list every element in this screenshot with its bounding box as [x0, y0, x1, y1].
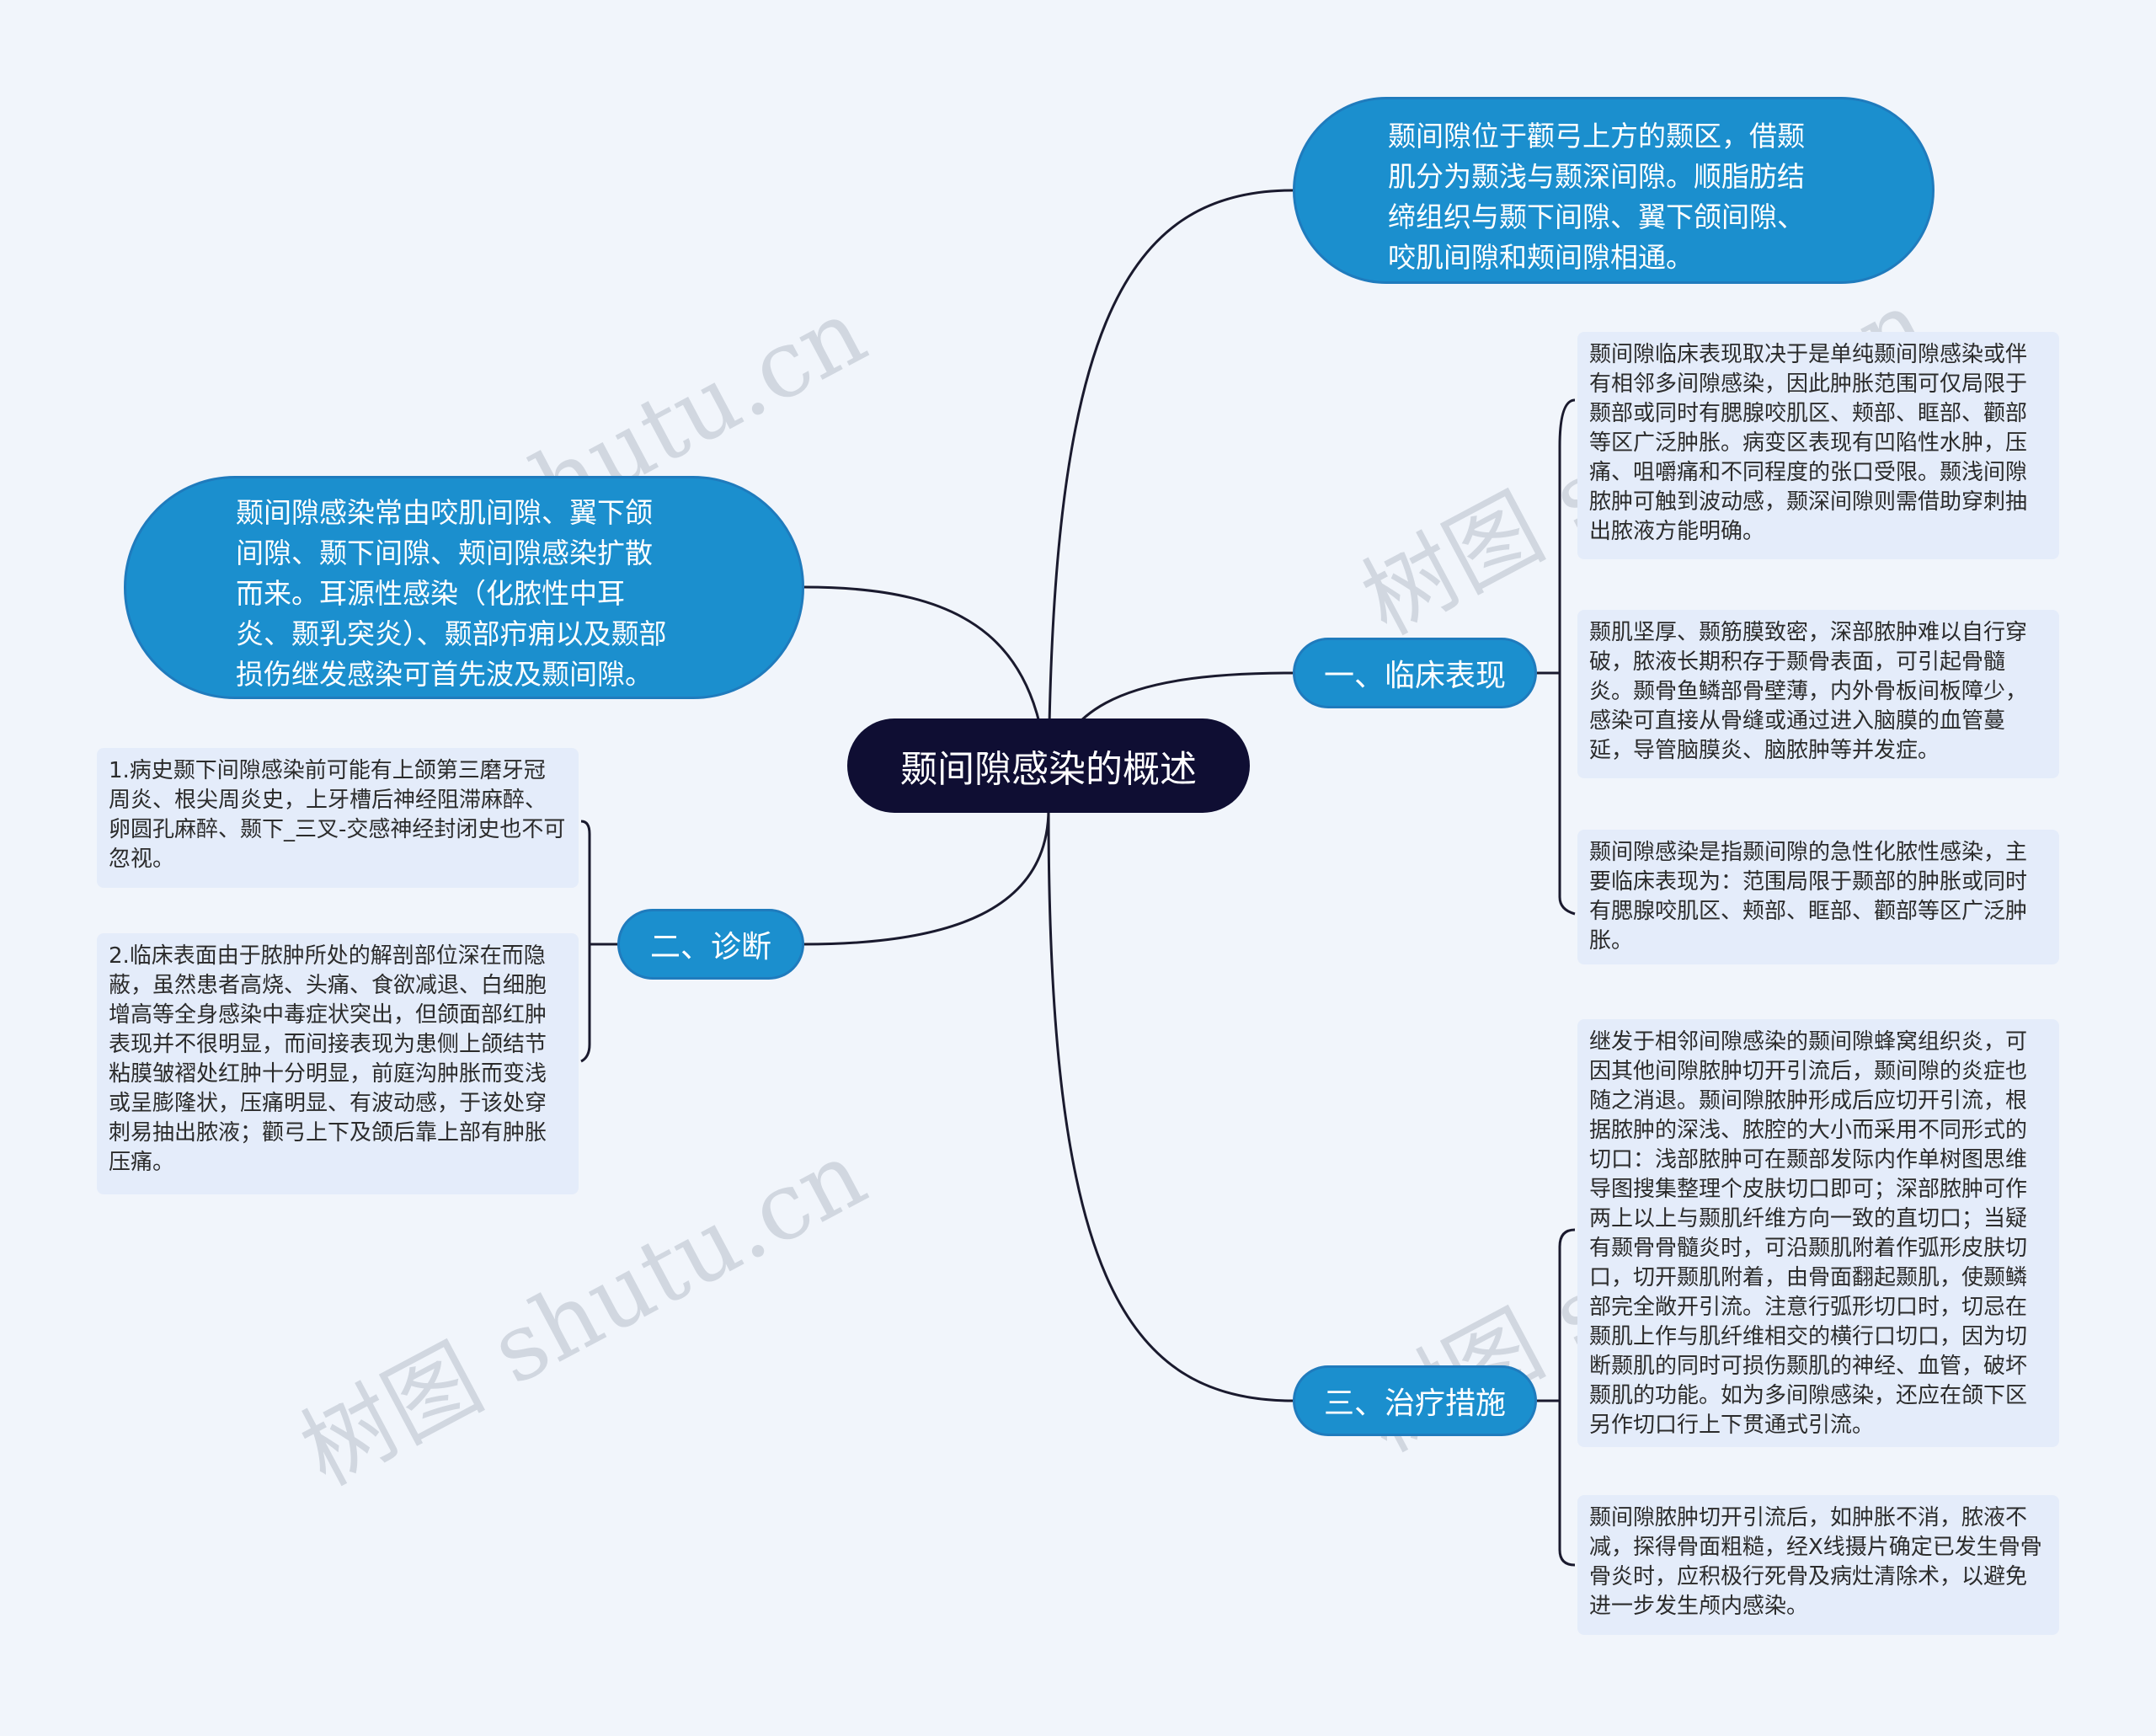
leaf-clinical-2[interactable]: 颞肌坚厚、颞筋膜致密，深部脓肿难以自行穿破，脓液长期积存于颞骨表面，可引起骨髓炎… — [1577, 610, 2059, 778]
top-topic-text: 颞间隙位于颧弓上方的颞区，借颞肌分为颞浅与颞深间隙。顺脂肪结缔组织与颞下间隙、翼… — [1388, 120, 1805, 274]
leaf-treatment-2[interactable]: 颞间隙脓肿切开引流后，如肿胀不消，脓液不减，探得骨面粗糙，经X线摄片确定已发生骨… — [1577, 1495, 2059, 1635]
leaf-clinical-3[interactable]: 颞间隙感染是指颞间隙的急性化脓性感染，主要临床表现为：范围局限于颞部的肿胀或同时… — [1577, 830, 2059, 964]
link-root-diagnosis — [803, 808, 1050, 946]
leaf-text: 颞间隙脓肿切开引流后，如肿胀不消，脓液不减，探得骨面粗糙，经X线摄片确定已发生骨… — [1589, 1505, 2042, 1619]
leaf-text: 2.临床表面由于脓肿所处的解剖部位深在而隐蔽，虽然患者高烧、头痛、食欲减退、白细… — [109, 943, 547, 1175]
left-topic-text: 颞间隙感染常由咬肌间隙、翼下颌间隙、颞下间隙、颊间隙感染扩散而来。耳源性感染（化… — [236, 496, 667, 691]
link-clinical-leaves — [1537, 398, 1576, 916]
left-topic-node[interactable]: 颞间隙感染常由咬肌间隙、翼下颌间隙、颞下间隙、颊间隙感染扩散而来。耳源性感染（化… — [124, 476, 804, 699]
leaf-diagnosis-2[interactable]: 2.临床表面由于脓肿所处的解剖部位深在而隐蔽，虽然患者高烧、头痛、食欲减退、白细… — [97, 933, 579, 1194]
leaf-diagnosis-1[interactable]: 1.病史颞下间隙感染前可能有上颌第三磨牙冠周炎、根尖周炎史，上牙槽后神经阻滞麻醉… — [97, 748, 579, 888]
branch-diagnosis-label: 二、诊断 — [649, 930, 771, 964]
link-treatment-leaves — [1537, 1228, 1576, 1567]
branch-clinical[interactable]: 一、临床表现 — [1293, 638, 1537, 708]
branch-diagnosis[interactable]: 二、诊断 — [617, 909, 804, 980]
root-node[interactable]: 颞间隙感染的概述 — [847, 718, 1250, 813]
leaf-clinical-1[interactable]: 颞间隙临床表现取决于是单纯颞间隙感染或伴有相邻多间隙感染，因此肿胀范围可仅局限于… — [1577, 332, 2059, 559]
branch-clinical-label: 一、临床表现 — [1323, 659, 1506, 693]
branch-treatment[interactable]: 三、治疗措施 — [1293, 1365, 1537, 1436]
leaf-treatment-1[interactable]: 继发于相邻间隙感染的颞间隙蜂窝组织炎，可因其他间隙脓肿切开引流后，颞间隙的炎症也… — [1577, 1019, 2059, 1447]
leaf-text: 1.病史颞下间隙感染前可能有上颌第三磨牙冠周炎、根尖周炎史，上牙槽后神经阻滞麻醉… — [109, 758, 566, 872]
link-root-top — [1047, 189, 1294, 809]
link-root-treatment — [1047, 808, 1294, 1402]
branch-treatment-label: 三、治疗措施 — [1323, 1386, 1506, 1421]
leaf-text: 继发于相邻间隙感染的颞间隙蜂窝组织炎，可因其他间隙脓肿切开引流后，颞间隙的炎症也… — [1589, 1029, 2028, 1438]
top-topic-node[interactable]: 颞间隙位于颧弓上方的颞区，借颞肌分为颞浅与颞深间隙。顺脂肪结缔组织与颞下间隙、翼… — [1293, 97, 1935, 284]
leaf-text: 颞间隙临床表现取决于是单纯颞间隙感染或伴有相邻多间隙感染，因此肿胀范围可仅局限于… — [1589, 342, 2028, 544]
leaf-text: 颞肌坚厚、颞筋膜致密，深部脓肿难以自行穿破，脓液长期积存于颞骨表面，可引起骨髓炎… — [1589, 620, 2028, 763]
root-label: 颞间隙感染的概述 — [900, 748, 1197, 791]
leaf-text: 颞间隙感染是指颞间隙的急性化脓性感染，主要临床表现为：范围局限于颞部的肿胀或同时… — [1589, 840, 2028, 953]
